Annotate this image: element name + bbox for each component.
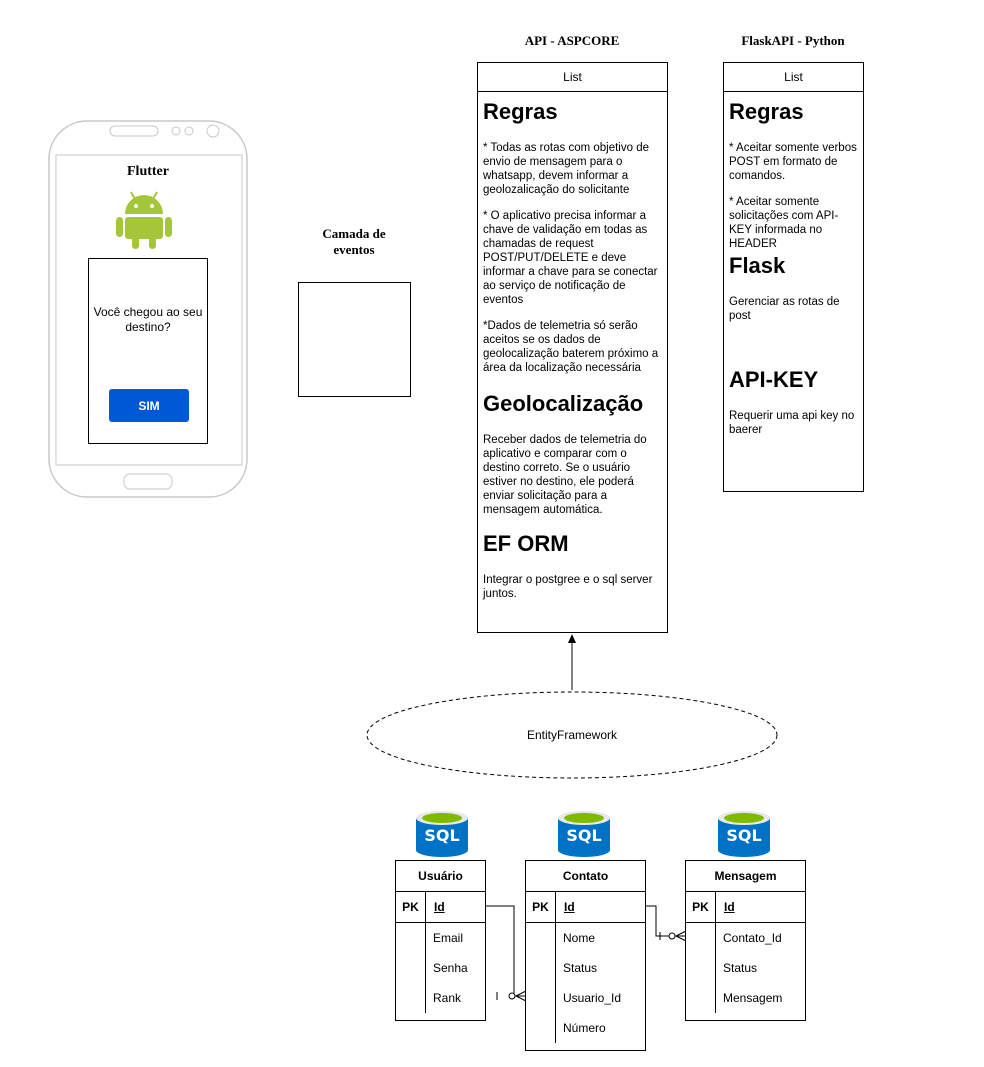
table-row: Email	[433, 931, 464, 945]
api-aspcore-title: API - ASPCORE	[524, 33, 620, 48]
sql-database-icon: SQL	[716, 810, 772, 858]
sql-database-icon: SQL	[556, 810, 612, 858]
table-row: Usuario_Id	[563, 991, 622, 1005]
flask-regras-text-1: * Aceitar somente verbos POST em formato…	[729, 142, 857, 182]
table-mensagem: Mensagem PK Id Contato_Id Status Mensage…	[685, 860, 806, 1021]
aspcore-geolocalizacao-heading: Geolocalização	[483, 391, 644, 416]
table-usuario: Usuário PK Id Email Senha Rank	[395, 860, 486, 1021]
dialog-text: Você chegou ao seu destino?	[93, 305, 203, 334]
table-contato-name: Contato	[526, 861, 645, 892]
aspcore-regras-text-2: * O aplicativo precisa informar a chave …	[483, 210, 658, 306]
sql-icon-label: SQL	[424, 826, 460, 845]
aspcore-regras-heading: Regras	[483, 99, 558, 124]
table-mensagem-name: Mensagem	[686, 861, 805, 892]
events-layer-box	[298, 282, 411, 397]
table-row: PK Id	[526, 892, 645, 923]
pk-field: Id	[434, 900, 445, 914]
entity-framework-label: EntityFramework	[526, 728, 618, 742]
pk-label: PK	[526, 892, 556, 922]
table-row: Número	[563, 1021, 606, 1035]
api-aspcore-header: List	[478, 63, 667, 92]
pk-label: PK	[396, 892, 426, 922]
table-usuario-name: Usuário	[396, 861, 485, 892]
table-row: Status	[563, 961, 598, 975]
table-row: PK Id	[396, 892, 485, 923]
flask-api-header: List	[724, 63, 863, 92]
flask-api-title: FlaskAPI - Python	[741, 33, 845, 48]
flask-apikey-heading: API-KEY	[729, 367, 819, 392]
api-aspcore-box: List Regras * Todas as rotas com objetiv…	[477, 62, 668, 633]
entity-framework-ellipse	[366, 691, 778, 779]
sql-icon-label: SQL	[566, 826, 602, 845]
pk-label: PK	[686, 892, 716, 922]
aspcore-regras-text-3: *Dados de telemetria só serão aceitos se…	[483, 320, 659, 374]
sql-icon-label: SQL	[726, 826, 762, 845]
flask-api-box: List Regras * Aceitar somente verbos POS…	[723, 62, 864, 492]
usuario-contato-relation	[486, 905, 526, 997]
android-icon	[116, 191, 172, 249]
flask-regras-text-2: * Aceitar somente solicitações com API-K…	[729, 196, 839, 250]
phone-mockup: Flutter Você chegou ao seu destino? SIM	[48, 120, 248, 498]
phone-title: Flutter	[127, 164, 169, 179]
flask-apikey-text: Requerir uma api key no baerer	[729, 410, 855, 436]
aspcore-eform-heading: EF ORM	[483, 531, 569, 556]
flask-flask-text: Gerenciar as rotas de post	[729, 296, 840, 322]
pk-field: Id	[724, 900, 735, 914]
pk-field: Id	[564, 900, 575, 914]
table-row: Contato_Id	[723, 931, 782, 945]
aspcore-eform-text: Integrar o postgree e o sql server junto…	[483, 574, 653, 600]
flask-regras-heading: Regras	[729, 99, 804, 124]
arrow-head	[568, 634, 576, 643]
dialog-box: Você chegou ao seu destino? SIM	[88, 258, 208, 444]
flask-flask-heading: Flask	[729, 253, 786, 278]
sim-button[interactable]: SIM	[109, 389, 189, 422]
events-layer-title: Camada de eventos	[322, 226, 386, 257]
table-row: Senha	[433, 961, 468, 975]
table-row: Status	[723, 961, 758, 975]
aspcore-geolocalizacao-text: Receber dados de telemetria do aplicativ…	[483, 434, 647, 516]
table-row: Nome	[563, 931, 596, 945]
table-row: PK Id	[686, 892, 805, 923]
sql-database-icon: SQL	[414, 810, 470, 858]
table-contato: Contato PK Id Nome Status Usuario_Id Núm…	[525, 860, 646, 1051]
table-row: Mensagem	[723, 991, 783, 1005]
table-row: Rank	[433, 991, 462, 1005]
contato-mensagem-relation	[646, 905, 686, 937]
aspcore-regras-text-1: * Todas as rotas com objetivo de envio d…	[483, 142, 649, 196]
